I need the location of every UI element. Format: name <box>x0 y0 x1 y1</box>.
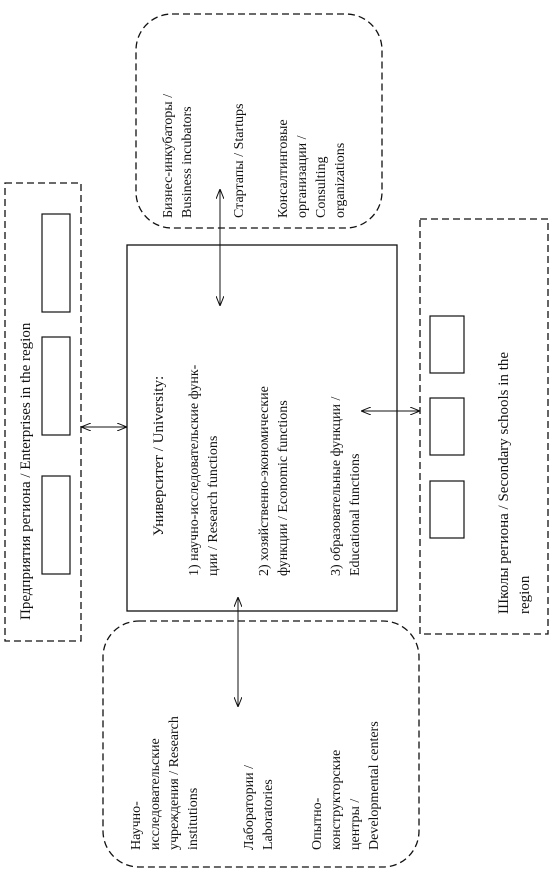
research-line: Опытно- <box>310 797 325 850</box>
function-line: 2) хозяйственно-экономические <box>257 386 272 576</box>
research-item-developmental: Опытно- конструкторские центры / Develop… <box>310 721 382 850</box>
research-line: центры / <box>348 799 363 850</box>
university-box <box>126 244 398 612</box>
schools-label-line: Школы региона / Secondary schools in the <box>496 352 512 614</box>
research-line: Лаборатории / <box>242 765 257 850</box>
schools-group <box>419 218 549 635</box>
business-line: organizations <box>333 143 348 218</box>
business-line: Стартапы / Startups <box>232 104 247 218</box>
research-line: учреждения / Research <box>167 716 182 850</box>
function-line: функции / Economic functions <box>276 400 291 576</box>
research-group <box>102 620 420 868</box>
business-line: организации / <box>295 135 310 218</box>
business-item-startups: Стартапы / Startups <box>232 104 247 218</box>
research-line: Developmental centers <box>367 721 382 850</box>
research-line: institutions <box>186 788 201 850</box>
university-function-economic: 2) хозяйственно-экономические функции / … <box>257 386 291 576</box>
enterprise-box <box>41 475 71 575</box>
enterprise-box <box>41 213 71 313</box>
research-item-laboratories: Лаборатории / Laboratories <box>242 765 276 850</box>
research-line: конструкторские <box>329 750 344 850</box>
business-line: Консалтинговые <box>276 119 291 218</box>
function-line: Educational functions <box>348 454 363 576</box>
research-line: Laboratories <box>261 779 276 850</box>
schools-label-line: region <box>517 575 533 614</box>
enterprises-group <box>4 182 82 642</box>
business-item-consulting: Консалтинговые организации / Consulting … <box>276 119 348 218</box>
research-item-institutions: Научно- исследовательские учреждения / R… <box>129 716 201 850</box>
school-box <box>429 315 465 374</box>
research-line: исследовательские <box>148 738 163 850</box>
research-line: Научно- <box>129 801 144 850</box>
function-line: 1) научно-исследовательские функ- <box>187 364 202 576</box>
enterprise-box <box>41 336 71 436</box>
schools-label: Школы региона / Secondary schools in the… <box>496 352 533 614</box>
university-function-research: 1) научно-исследовательские функ- ции / … <box>187 364 221 576</box>
business-item-incubators: Бизнес-инкубаторы / Business incubators <box>161 94 195 218</box>
school-box <box>429 480 465 539</box>
business-group <box>135 13 383 229</box>
business-line: Business incubators <box>180 106 195 218</box>
university-function-educational: 3) образовательные функции / Educational… <box>329 396 363 576</box>
university-title: Университет / University: <box>151 376 167 536</box>
function-line: 3) образовательные функции / <box>329 396 344 576</box>
business-line: Consulting <box>314 157 329 218</box>
business-line: Бизнес-инкубаторы / <box>161 94 176 218</box>
enterprises-label: Предприятия региона / Enterprises in the… <box>18 322 34 620</box>
school-box <box>429 397 465 456</box>
function-line: ции / Research functions <box>206 436 221 576</box>
